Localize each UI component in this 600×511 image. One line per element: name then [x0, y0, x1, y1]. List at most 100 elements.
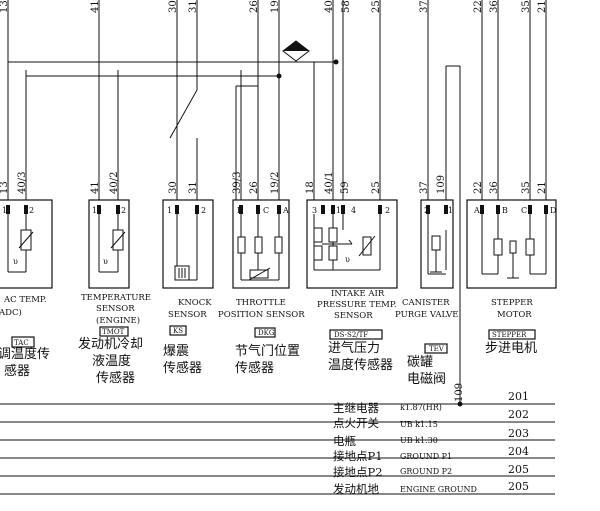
pin-label: D	[550, 206, 556, 215]
wire-number: 30	[168, 181, 179, 194]
top-wire-numbers: 13 41 30 31 26 19 40 58 25 37 22 36 35 2…	[0, 0, 548, 13]
wire-number: 109	[436, 175, 447, 194]
legend-cn: 接地点P2	[333, 465, 383, 479]
legend-num: 202	[508, 408, 529, 421]
pin-label: 1	[448, 206, 453, 215]
svg-text:υ: υ	[345, 255, 350, 264]
wire-number: 30	[168, 0, 179, 13]
pin-label: 2	[121, 206, 126, 215]
pin-label: 3	[312, 206, 317, 215]
legend-num: 203	[508, 427, 529, 440]
component-label-en: SENSOR	[168, 310, 207, 320]
svg-text:υ: υ	[103, 257, 108, 266]
component-label-en: KNOCK	[178, 298, 212, 308]
component-label-cn: 温度传感器	[328, 357, 393, 373]
wire-number: 13	[0, 181, 10, 194]
component-tag: DKG	[258, 329, 275, 337]
legend-num: 201	[508, 390, 529, 403]
component-label-cn: 传感器	[163, 360, 202, 376]
legend-code: k1.87(HR)	[400, 403, 442, 412]
component-label-cn: 步进电机	[485, 341, 537, 356]
component-label-cn: 调温度传	[0, 346, 50, 362]
legend-code: UB k1.15	[400, 420, 438, 429]
legend-num: 204	[508, 445, 529, 458]
pin-label: C	[263, 206, 269, 215]
wire-number: 25	[371, 181, 382, 194]
legend-cn: 电瓶	[333, 434, 356, 448]
wire-number: 18	[305, 181, 316, 194]
component-label-en: INTAKE AIR	[331, 289, 385, 299]
wire-number: 19/2	[270, 172, 281, 194]
component-label-cn: 传感器	[96, 370, 135, 386]
component-label-en: POSITION SENSOR	[218, 310, 305, 320]
legend-code: GROUND P2	[400, 467, 452, 476]
component-tag: TEV	[429, 345, 445, 353]
wire-number: 22	[473, 181, 484, 194]
wire-number: 26	[249, 0, 260, 13]
wire-number: 41	[90, 181, 101, 194]
coolant-temp-sensor: 41 40/2 1 2 υ TEMPERATURE SENSOR (ENGINE…	[78, 172, 151, 386]
component-label-cn: 碳罐	[407, 355, 433, 370]
component-tag: DS-S2/TF	[334, 331, 368, 339]
wire-number: 40	[324, 0, 335, 13]
component-label-en: AC TEMP.	[3, 295, 47, 305]
wire-number: 35	[521, 181, 532, 194]
legend-num: 205	[508, 480, 529, 493]
component-label-en: MOTOR	[497, 310, 532, 320]
component-label-en: CANISTER	[402, 298, 450, 308]
wire-number: 40/2	[109, 172, 120, 194]
wire-number: 36	[489, 0, 500, 13]
component-label-en: PRESSURE TEMP.	[317, 300, 397, 310]
component-label-cn: 液温度	[92, 353, 131, 369]
pin-label: 1	[2, 206, 7, 215]
wire-number: 25	[371, 0, 382, 13]
wire-number: 26	[249, 181, 260, 194]
component-label-en: SENSOR	[334, 311, 373, 321]
component-tag: STEPPER	[492, 331, 527, 339]
component-label-cn: 电磁阀	[407, 372, 446, 387]
wire-number: 21	[537, 181, 548, 194]
legend-num: 205	[508, 463, 529, 476]
component-label-en: SENSOR	[96, 304, 135, 314]
legend-cn: 点火开关	[333, 416, 379, 430]
pin-label: C	[521, 206, 527, 215]
wire-number: 40/1	[324, 172, 335, 194]
pin-label: B	[502, 206, 508, 215]
knock-sensor: 30 31 1 2 KNOCK SENSOR KS 爆震 传感器	[162, 181, 214, 376]
component-tag: TMOT	[102, 328, 125, 336]
side-wire-number: 109	[454, 383, 465, 402]
stepper-motor: 22 36 35 21 A B C D STEPPER MOTOR STEPPE…	[466, 181, 557, 356]
wire-number: 21	[537, 0, 548, 13]
component-label-cn: 发动机冷却	[78, 336, 143, 352]
pin-label: 4	[351, 206, 356, 215]
svg-text:υ: υ	[13, 257, 18, 266]
legend-cn: 发动机地	[333, 482, 379, 496]
legend-code: GROUND P1	[400, 452, 452, 461]
wire-number: 41	[90, 0, 101, 13]
legend: 主继电器 k1.87(HR) 201 点火开关 UB k1.15 202 电瓶 …	[333, 390, 529, 496]
junction-dots	[276, 59, 463, 407]
wire-number: 31	[188, 0, 199, 13]
pin-label: 2	[201, 206, 206, 215]
wire-number: 37	[419, 181, 430, 194]
wire-number: 58	[341, 0, 352, 13]
wire-number: 37	[419, 0, 430, 13]
ac-temp-sensor: 13 40/3 1 2 υ AC TEMP. ADC) TAC 调温度传 感器	[0, 172, 53, 379]
intake-pressure-sensor: 18 40/1 59 25 3 1 4 2 υ INTAKE AIR PRESS…	[305, 172, 398, 373]
component-label-cn: 节气门位置	[235, 343, 300, 359]
wire-number: 19	[270, 0, 281, 13]
pin-label: 1	[167, 206, 172, 215]
wire-number: 13	[0, 0, 10, 13]
component-tag: KS	[173, 327, 183, 335]
component-label-en: ADC)	[0, 307, 22, 318]
wire-number: 22	[473, 0, 484, 13]
legend-cn: 接地点P1	[333, 449, 383, 463]
pin-label: A	[282, 206, 289, 215]
component-tag: TAC	[14, 339, 29, 347]
shield-symbol-icon	[282, 40, 310, 62]
pin-label: A	[473, 206, 480, 215]
component-label-cn: 传感器	[235, 360, 274, 376]
wire-number: 35	[521, 0, 532, 13]
component-label-en: STEPPER	[491, 298, 533, 308]
